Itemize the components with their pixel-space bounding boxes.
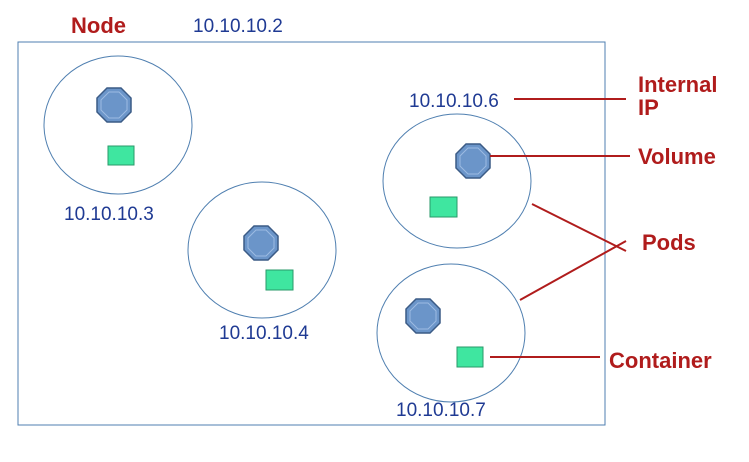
pod-ip: 10.10.10.3 (64, 204, 154, 225)
container-icon (265, 269, 294, 291)
pod-ip: 10.10.10.7 (396, 400, 486, 421)
volume-icon (243, 225, 279, 261)
pod-ip: 10.10.10.6 (409, 91, 499, 112)
container-icon (456, 346, 484, 368)
volume-icon (455, 143, 491, 179)
volume-icon (96, 87, 132, 123)
node-title: Node (71, 13, 126, 38)
pod-ip: 10.10.10.4 (219, 323, 309, 344)
pods-leader-lower (519, 240, 627, 301)
pods-callout: Pods (642, 230, 696, 255)
pod-circle (43, 55, 193, 195)
pod-circle (382, 113, 532, 249)
pods-leader-upper (531, 203, 627, 252)
container-callout: Container (609, 348, 712, 373)
pod-circle (376, 263, 526, 403)
volume-callout: Volume (638, 144, 716, 169)
pod-circle (187, 181, 337, 319)
volume-icon (405, 298, 441, 334)
container-icon (107, 145, 135, 166)
container-icon (429, 196, 458, 218)
node-box (17, 41, 606, 426)
internal-ip-callout: Internal IP (638, 72, 718, 121)
node-ip: 10.10.10.2 (193, 16, 283, 37)
